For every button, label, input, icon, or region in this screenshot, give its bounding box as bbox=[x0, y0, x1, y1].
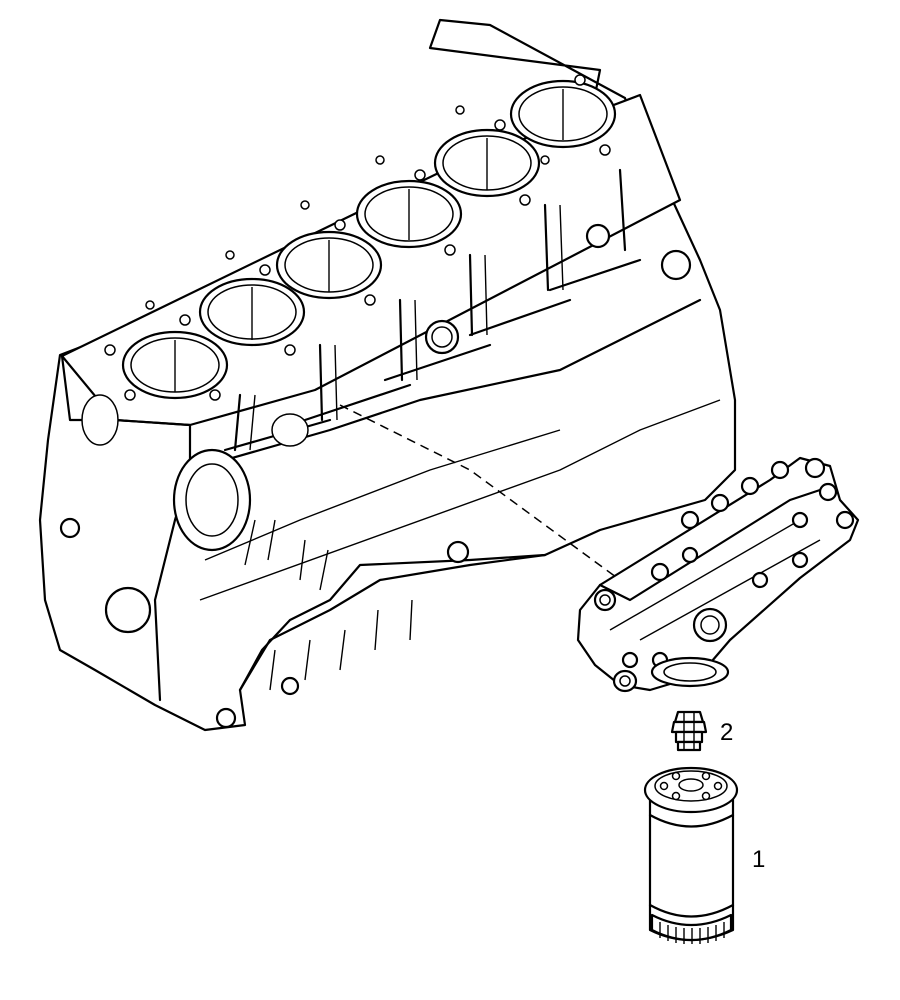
oil-filter bbox=[643, 766, 739, 944]
callout-2-label: 2 bbox=[720, 719, 733, 746]
filter-nipple bbox=[670, 710, 708, 752]
block-side-bosses bbox=[59, 223, 692, 729]
assembly-line bbox=[339, 404, 621, 581]
oil-filter-housing bbox=[576, 456, 860, 693]
head-bolt-holes bbox=[104, 74, 611, 401]
cylinder-bores bbox=[121, 79, 617, 400]
callout-1-label: 1 bbox=[752, 846, 765, 873]
engine-block bbox=[38, 18, 737, 732]
